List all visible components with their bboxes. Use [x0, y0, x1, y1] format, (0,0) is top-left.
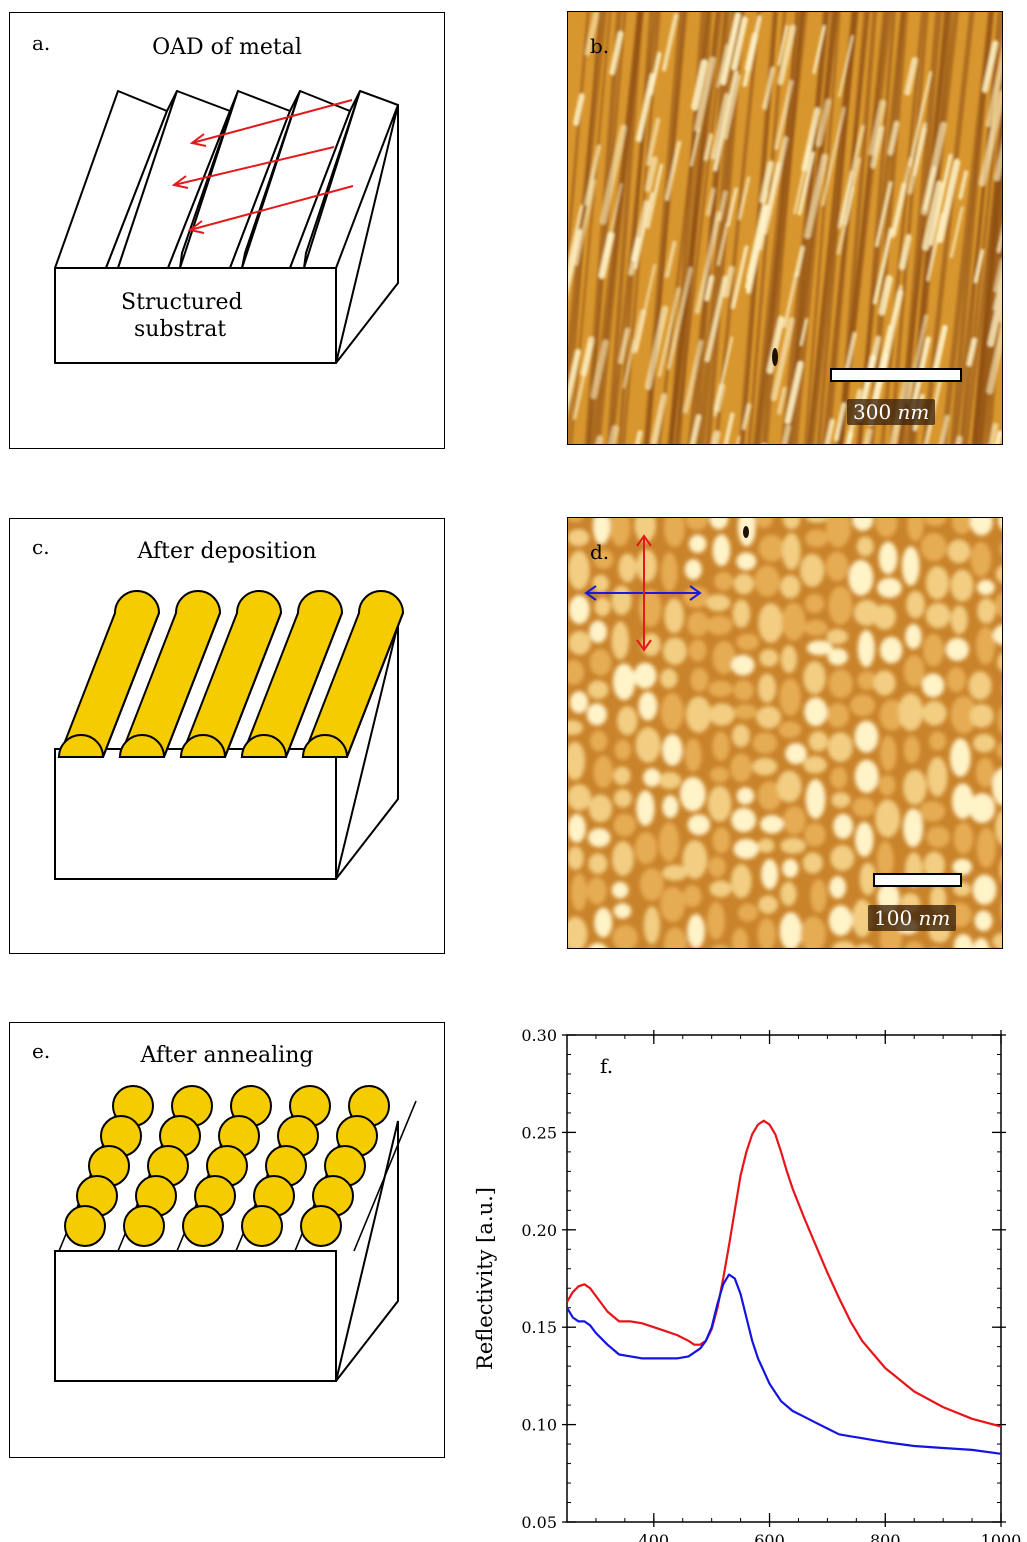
panel-title-c: After deposition	[137, 539, 317, 564]
panel-a: a. OAD of metal Structured substrat	[9, 12, 445, 449]
panel-label-a: a.	[32, 31, 51, 55]
plot-area-frame	[566, 1034, 1002, 1523]
panel-f-chart: 40060080010000.050.100.150.200.250.30Wav…	[460, 1000, 1027, 1542]
substrate-side	[335, 1120, 399, 1382]
y-tick-label: 0.15	[521, 1318, 557, 1337]
oad-schematic	[54, 90, 399, 364]
deposition-schematic	[54, 590, 405, 880]
gold-nanoparticle	[64, 1205, 106, 1247]
substrate-label-line2: substrat	[134, 317, 227, 342]
y-tick-label: 0.25	[521, 1123, 557, 1142]
substrate-front	[54, 267, 337, 364]
series-line-2	[567, 1273, 1001, 1455]
gold-nanoparticle	[300, 1205, 342, 1247]
vertical-polarization-arrow	[636, 534, 652, 652]
scale-bar-b	[830, 368, 962, 382]
afm-image-b	[568, 12, 1002, 444]
panel-label-d: d.	[590, 540, 610, 564]
x-tick-label: 600	[754, 1531, 785, 1542]
y-tick-label: 0.20	[521, 1221, 557, 1240]
gold-nanoparticle	[123, 1205, 165, 1247]
panel-title-a: OAD of metal	[152, 35, 302, 60]
annealing-schematic	[54, 1085, 417, 1382]
series-line-1	[567, 1119, 1001, 1428]
panel-label-c: c.	[32, 535, 50, 559]
panel-c: c. After deposition	[9, 518, 445, 954]
y-tick-label: 0.05	[521, 1513, 557, 1532]
panel-label-b: b.	[590, 34, 610, 58]
substrate-side	[335, 623, 399, 880]
substrate-front	[54, 1250, 337, 1382]
scale-label-d: 100 nm	[868, 905, 957, 931]
scale-label-b: 300 nm	[847, 399, 936, 425]
x-tick-label: 400	[639, 1531, 670, 1542]
gold-nanowire	[301, 590, 405, 758]
gold-nanowire	[118, 590, 222, 758]
substrate-side	[335, 104, 399, 364]
gold-nanowire	[179, 590, 283, 758]
scale-bar-d	[873, 873, 962, 887]
panel-d-afm-image: d. 100 nm	[567, 517, 1003, 949]
gold-nanoparticle	[241, 1205, 283, 1247]
afm-image-d	[568, 518, 1002, 948]
x-tick-label: 800	[870, 1531, 901, 1542]
y-tick-label: 0.30	[521, 1026, 557, 1045]
scale-value-b: 300	[853, 400, 892, 424]
gold-nanowire	[240, 590, 344, 758]
reflectivity-chart: 40060080010000.050.100.150.200.250.30Wav…	[473, 1026, 1022, 1542]
y-axis-label: Reflectivity [a.u.]	[473, 1187, 497, 1370]
ridge-9	[303, 90, 399, 269]
scale-unit-d: nm	[918, 906, 951, 930]
gold-nanowire	[57, 590, 161, 758]
panel-b-afm-image: b. 300 nm	[567, 11, 1003, 445]
panel-title-e: After annealing	[140, 1043, 314, 1068]
gold-nanoparticle	[182, 1205, 224, 1247]
deposition-arrows	[171, 99, 354, 234]
substrate-label-line1: Structured	[121, 290, 243, 315]
ridge-8	[289, 90, 361, 269]
scale-unit-b: nm	[897, 400, 930, 424]
polarization-arrows	[584, 534, 702, 652]
panel-e: e. After annealing	[9, 1022, 445, 1458]
y-tick-label: 0.10	[521, 1416, 557, 1435]
panel-label-e: e.	[32, 1039, 51, 1063]
ridge-line	[353, 1100, 417, 1252]
substrate-front	[54, 748, 337, 880]
panel-label-f: f.	[600, 1054, 613, 1078]
scale-value-d: 100	[874, 906, 913, 930]
x-tick-label: 1000	[981, 1531, 1022, 1542]
